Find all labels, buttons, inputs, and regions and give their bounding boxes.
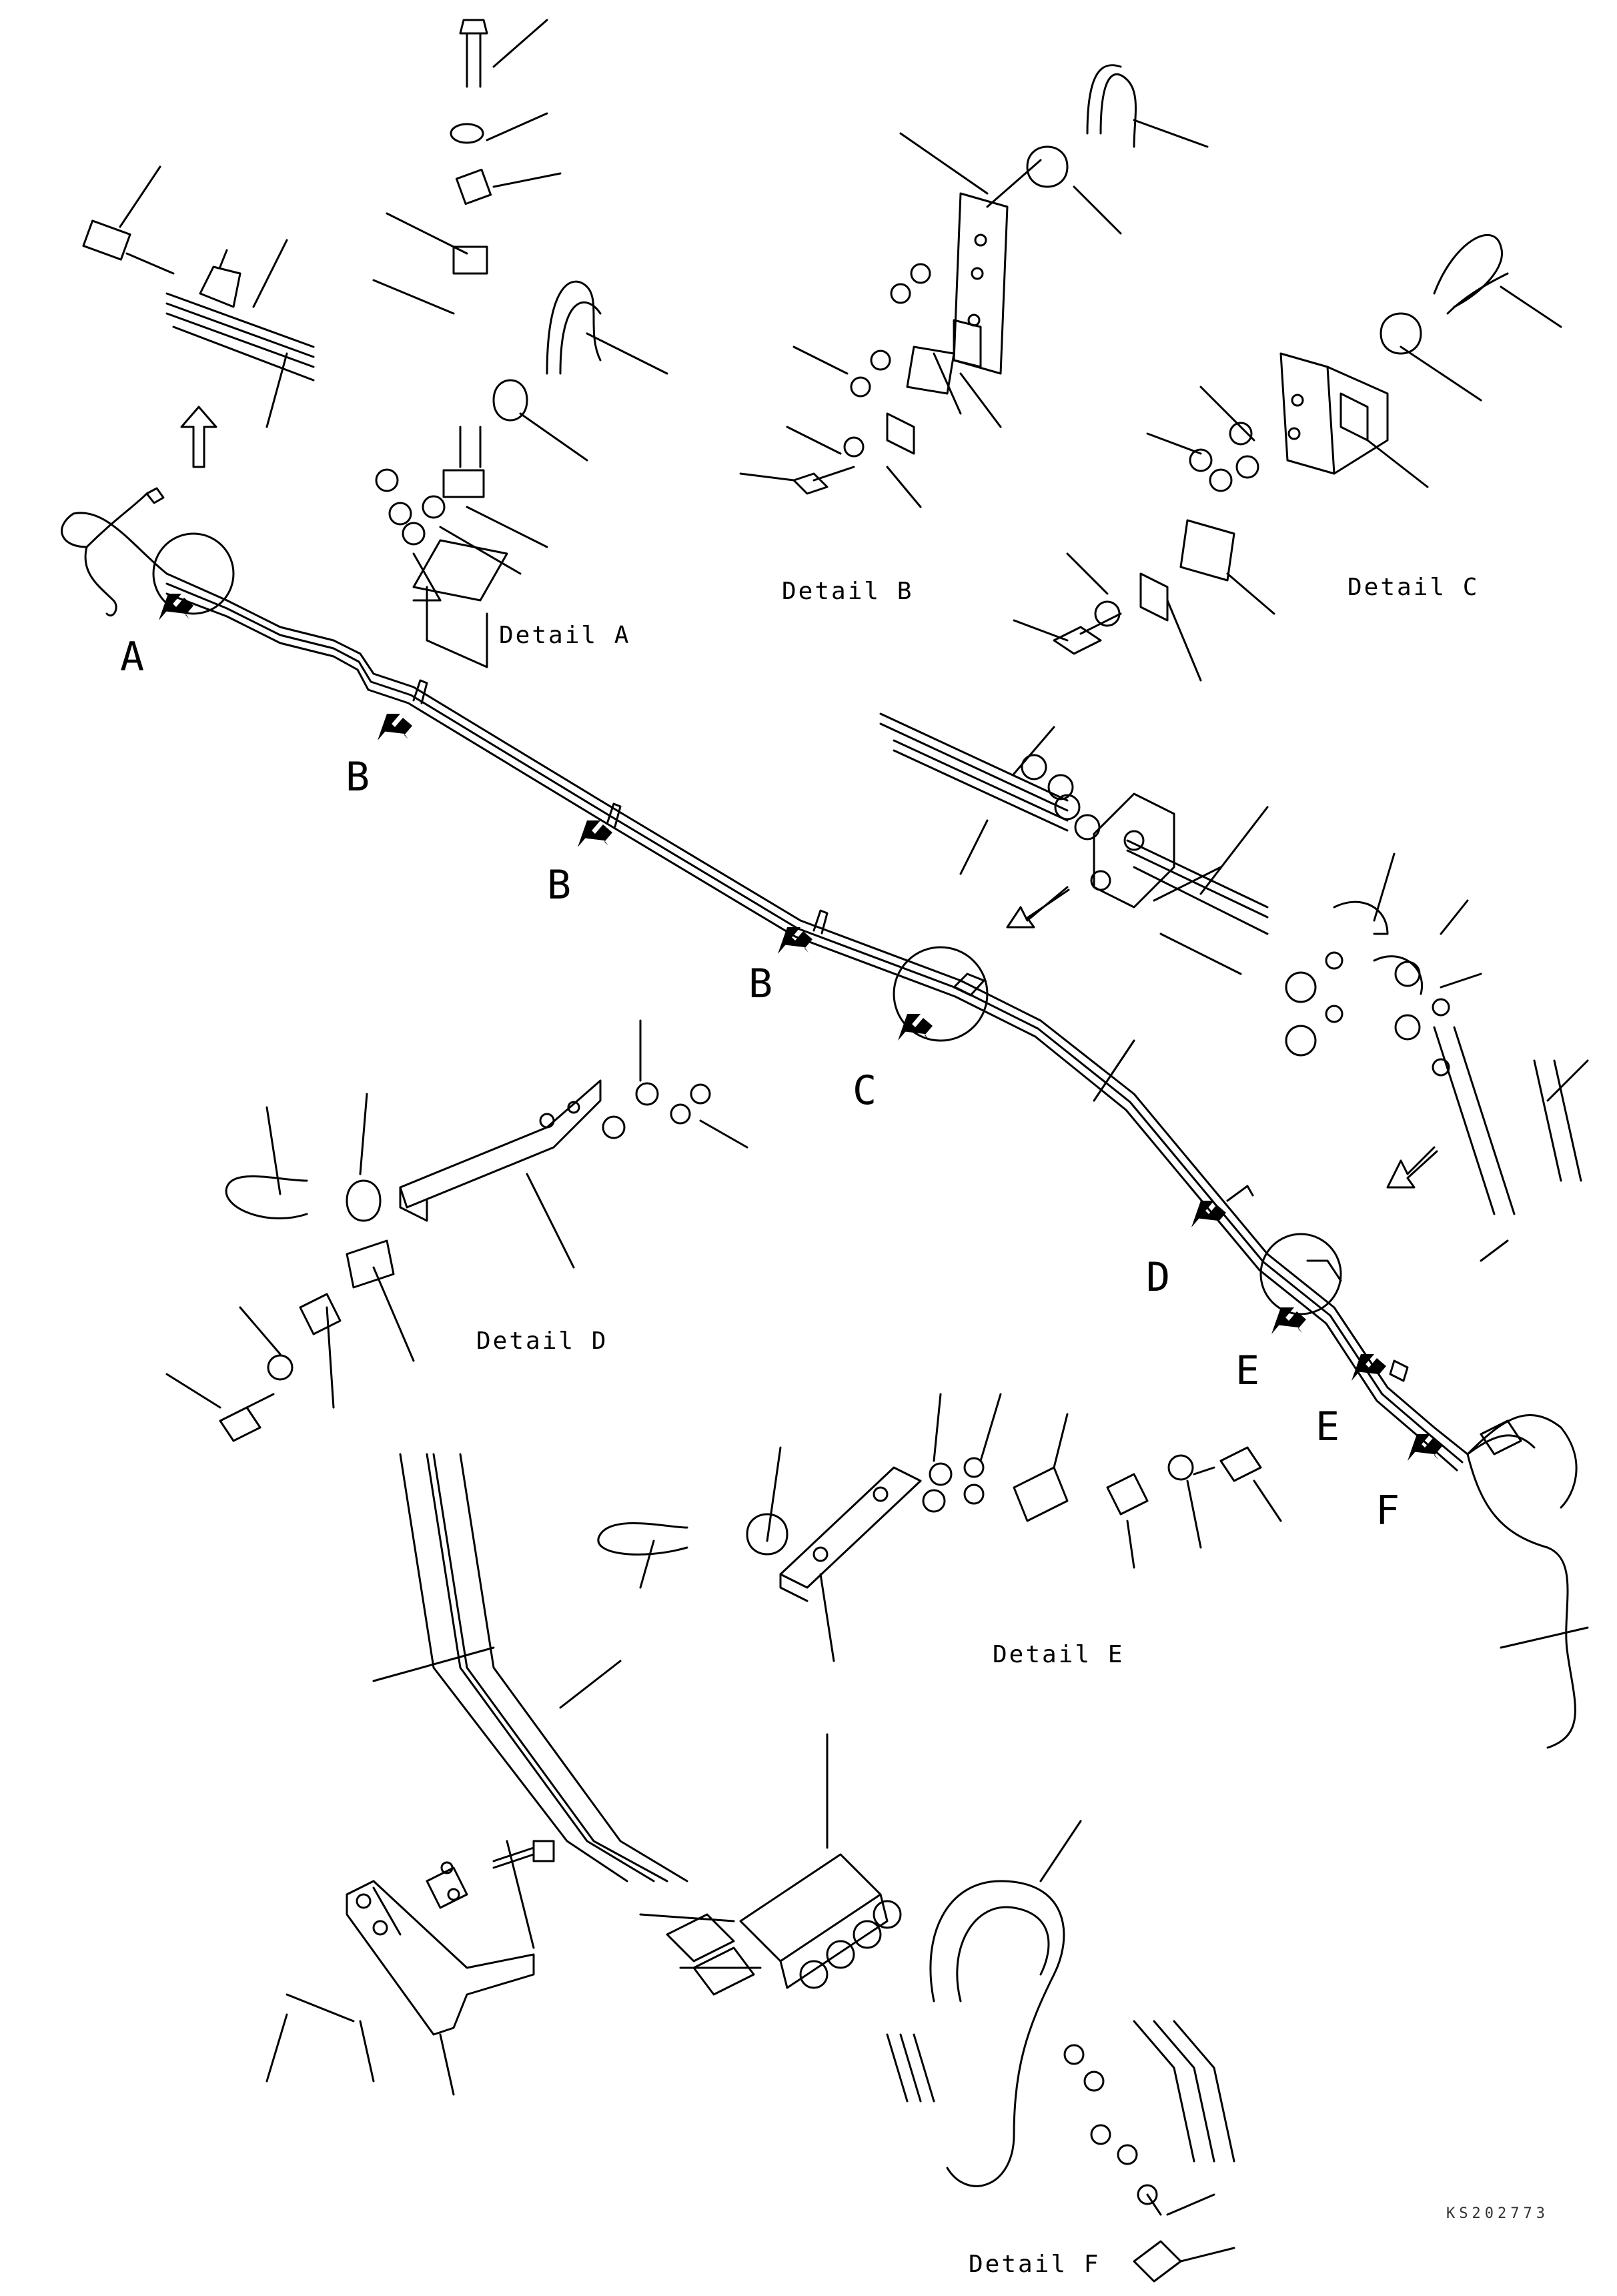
callout-letter-b3: B [748, 961, 773, 1007]
detail-e-label: Detail E [993, 1641, 1125, 1668]
detail-a-label: Detail A [499, 622, 631, 649]
callout-letter-e1: E [1235, 1347, 1260, 1394]
callout-arrow-e1 [1271, 1307, 1306, 1334]
detail-e-drawing [597, 1393, 1282, 1662]
detail-c-label: Detail C [1348, 574, 1480, 601]
callout-arrow-b1 [378, 714, 412, 740]
detail-a-drawing [82, 19, 668, 668]
callout-letter-a: A [120, 634, 145, 680]
callout-arrow-f [1408, 1434, 1442, 1461]
callout-letter-b1: B [346, 754, 370, 800]
detail-f-label: Detail F [969, 2251, 1101, 2278]
callout-arrow-c [898, 1014, 933, 1041]
main-pipe-run [61, 487, 1589, 1749]
callout-letter-f: F [1376, 1488, 1400, 1534]
callout-arrows [159, 594, 1442, 1461]
detail-d-drawing [165, 1019, 748, 1442]
callout-letter-c: C [853, 1067, 877, 1114]
detail-b-drawing [739, 64, 1209, 508]
callout-letter-b2: B [547, 862, 572, 909]
detail-c-drawing [1013, 233, 1562, 682]
detail-d-label: Detail D [476, 1327, 608, 1355]
elbow-fittings-drawing [1285, 852, 1589, 1262]
junction-inset-drawing [879, 712, 1269, 975]
callout-letter-d: D [1146, 1254, 1171, 1301]
drawing-code: KS202773 [1446, 2205, 1549, 2222]
callout-arrow-a [159, 594, 193, 620]
callout-letter-e2: E [1315, 1403, 1340, 1450]
detail-b-label: Detail B [782, 578, 914, 605]
detail-f-drawing [265, 1453, 1235, 2283]
